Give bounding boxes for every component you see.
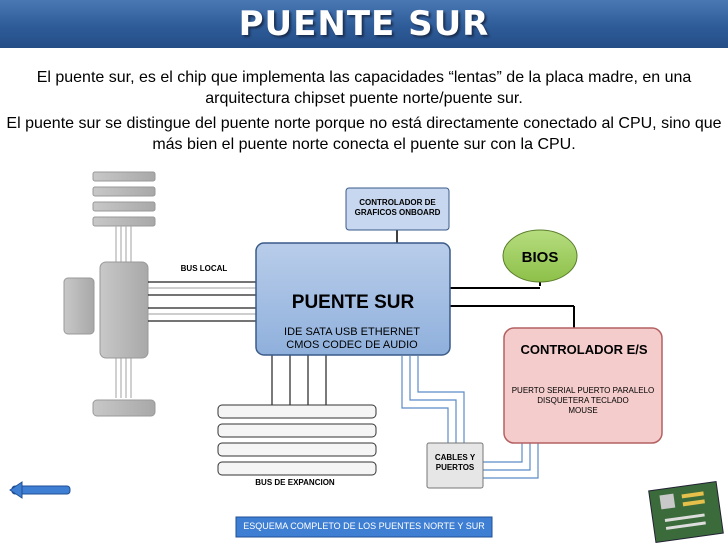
bus-local-lines: [148, 281, 256, 322]
ram-slot: [92, 186, 156, 197]
agp-connector: [63, 277, 95, 335]
bios-label: BIOS: [521, 249, 559, 266]
expansion-slots: [217, 404, 377, 476]
port-wires: [401, 356, 539, 479]
io-line-3: MOUSE: [568, 406, 598, 415]
southbridge-box: [255, 242, 451, 356]
graphics-controller-label: CONTROLADOR DE GRAFICOS ONBOARD: [354, 198, 441, 217]
expansion-slot: [217, 442, 377, 457]
caption-bar: [235, 516, 493, 538]
southbridge-features-line2: CMOS CODEC DE AUDIO: [286, 339, 418, 351]
io-line-2: DISQUETERA TECLADO: [537, 396, 629, 405]
grey-crosslinks: [148, 287, 256, 315]
intro-paragraph-2: El puente sur se distingue del puente no…: [6, 115, 722, 153]
back-arrow-icon[interactable]: [9, 481, 71, 499]
bios-ellipse: [502, 229, 578, 283]
cables-ports-box: [426, 442, 484, 489]
io-controller-title: CONTROLADOR E/S: [520, 342, 648, 357]
expansion-slot: [217, 404, 377, 419]
expansion-slot: [217, 461, 377, 476]
bus-expansion-label: BUS DE EXPANCION: [255, 478, 335, 487]
diagram-caption: ESQUEMA COMPLETO DE LOS PUENTES NORTE Y …: [243, 521, 485, 531]
page-title: PUENTE SUR: [238, 4, 490, 44]
memory-bus-lines: [115, 226, 132, 398]
ram-slot: [92, 201, 156, 212]
expansion-bus-lines: [271, 355, 327, 405]
ram-slot: [92, 171, 156, 182]
io-line-1: PUERTO SERIAL PUERTO PARALELO: [511, 386, 655, 395]
graphics-controller-box: [345, 187, 450, 231]
cables-ports-label: CABLES Y PUERTOS: [434, 453, 476, 472]
bus-local-label: BUS LOCAL: [180, 264, 228, 273]
expansion-slot: [217, 423, 377, 438]
northbridge-chip: [99, 261, 149, 359]
southbridge-features-line1: IDE SATA USB ETHERNET: [284, 326, 420, 338]
title-bar: PUENTE SUR: [0, 0, 728, 48]
southbridge-title: PUENTE SUR: [291, 292, 415, 313]
cpu-socket: [92, 399, 156, 417]
io-controller-box: [503, 327, 663, 444]
motherboard-thumbnail-icon: [648, 480, 724, 544]
intro-paragraph-1: El puente sur, es el chip que implementa…: [36, 69, 692, 107]
northbridge-grey-assembly: [63, 171, 256, 417]
ram-slot: [92, 216, 156, 227]
